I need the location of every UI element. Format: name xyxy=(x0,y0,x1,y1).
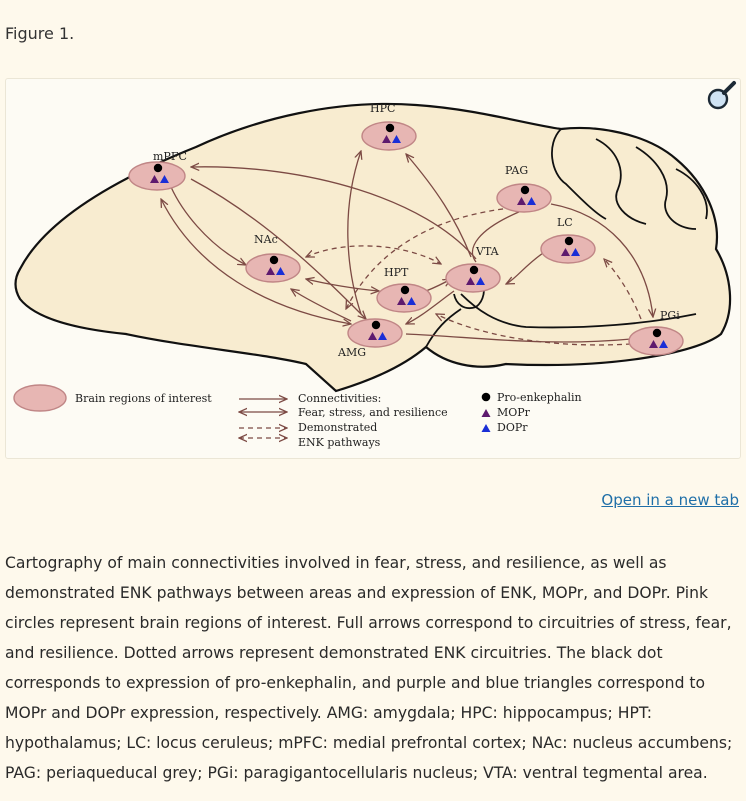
region-mpfc: mPFC xyxy=(128,150,187,191)
legend-mopr-triangle xyxy=(481,409,491,417)
open-in-new-tab-link[interactable]: Open in a new tab xyxy=(601,491,739,509)
arrow-vta-amg xyxy=(406,290,455,324)
dashed-pgi-vta xyxy=(436,314,632,346)
legend-connectivities: Connectivities: xyxy=(298,392,381,405)
legend-fear-stress: Fear, stress, and resilience xyxy=(298,406,448,419)
legend-demonstrated: Demonstrated xyxy=(298,421,377,434)
cerebellum-folds xyxy=(551,128,708,230)
legend-pro-enkephalin: Pro-enkephalin xyxy=(497,391,582,404)
region-pag: PAG xyxy=(496,164,552,213)
label-vta: VTA xyxy=(475,245,500,258)
label-nac: NAc xyxy=(254,233,278,246)
regions: HPC mPFC PAG xyxy=(128,102,684,359)
label-mpfc: mPFC xyxy=(153,150,187,163)
figure-caption: Cartography of main connectivities invol… xyxy=(5,554,733,782)
dashed-pgi-lc xyxy=(604,259,642,320)
label-hpt: HPT xyxy=(384,266,409,279)
figure-label: Figure 1. xyxy=(5,24,75,43)
arrow-pgi-amg xyxy=(405,333,632,343)
brain-diagram: HPC mPFC PAG xyxy=(13,102,732,449)
region-vta: VTA xyxy=(445,245,501,293)
enk-pathways xyxy=(306,206,642,346)
magnifier-icon[interactable] xyxy=(704,79,740,115)
legend-dopr: DOPr xyxy=(497,421,528,434)
legend-region-text: Brain regions of interest xyxy=(75,392,212,405)
region-amg: AMG xyxy=(337,318,403,359)
region-lc: LC xyxy=(540,216,596,264)
arrow-vta-mpfc xyxy=(191,167,477,260)
arrow-vta-hpc xyxy=(406,154,472,258)
arrow-pag-vta xyxy=(471,208,527,263)
label-lc: LC xyxy=(557,216,573,229)
label-pag: PAG xyxy=(505,164,528,177)
region-pgi: PGi xyxy=(628,309,684,356)
legend-dopr-triangle xyxy=(481,424,491,432)
region-hpc: HPC xyxy=(361,102,417,151)
legend-region-swatch xyxy=(13,384,67,412)
figure-panel: HPC mPFC PAG xyxy=(5,78,741,459)
legend-pro-enkephalin-dot xyxy=(481,392,491,402)
legend-mopr: MOPr xyxy=(497,406,531,419)
region-nac: NAc xyxy=(245,233,301,283)
label-amg: AMG xyxy=(337,346,366,359)
arrow-nac-hpt xyxy=(306,279,379,291)
cortex-line xyxy=(425,308,462,348)
region-hpt: HPT xyxy=(376,266,432,313)
label-hpc: HPC xyxy=(370,102,395,115)
arrow-amg-hpc xyxy=(347,151,361,315)
arrow-amg-nac xyxy=(291,289,352,322)
dashed-pag-amg xyxy=(346,206,522,309)
legend-enk-pathways: ENK pathways xyxy=(298,436,381,449)
label-pgi: PGi xyxy=(660,309,680,322)
arrow-amg-mpfc xyxy=(161,199,351,324)
arrow-lc-vta xyxy=(506,250,547,284)
arrow-pag-pgi xyxy=(550,203,653,317)
legend: Brain regions of interest Connectivities… xyxy=(13,384,582,449)
brainstem-contour xyxy=(460,293,697,329)
